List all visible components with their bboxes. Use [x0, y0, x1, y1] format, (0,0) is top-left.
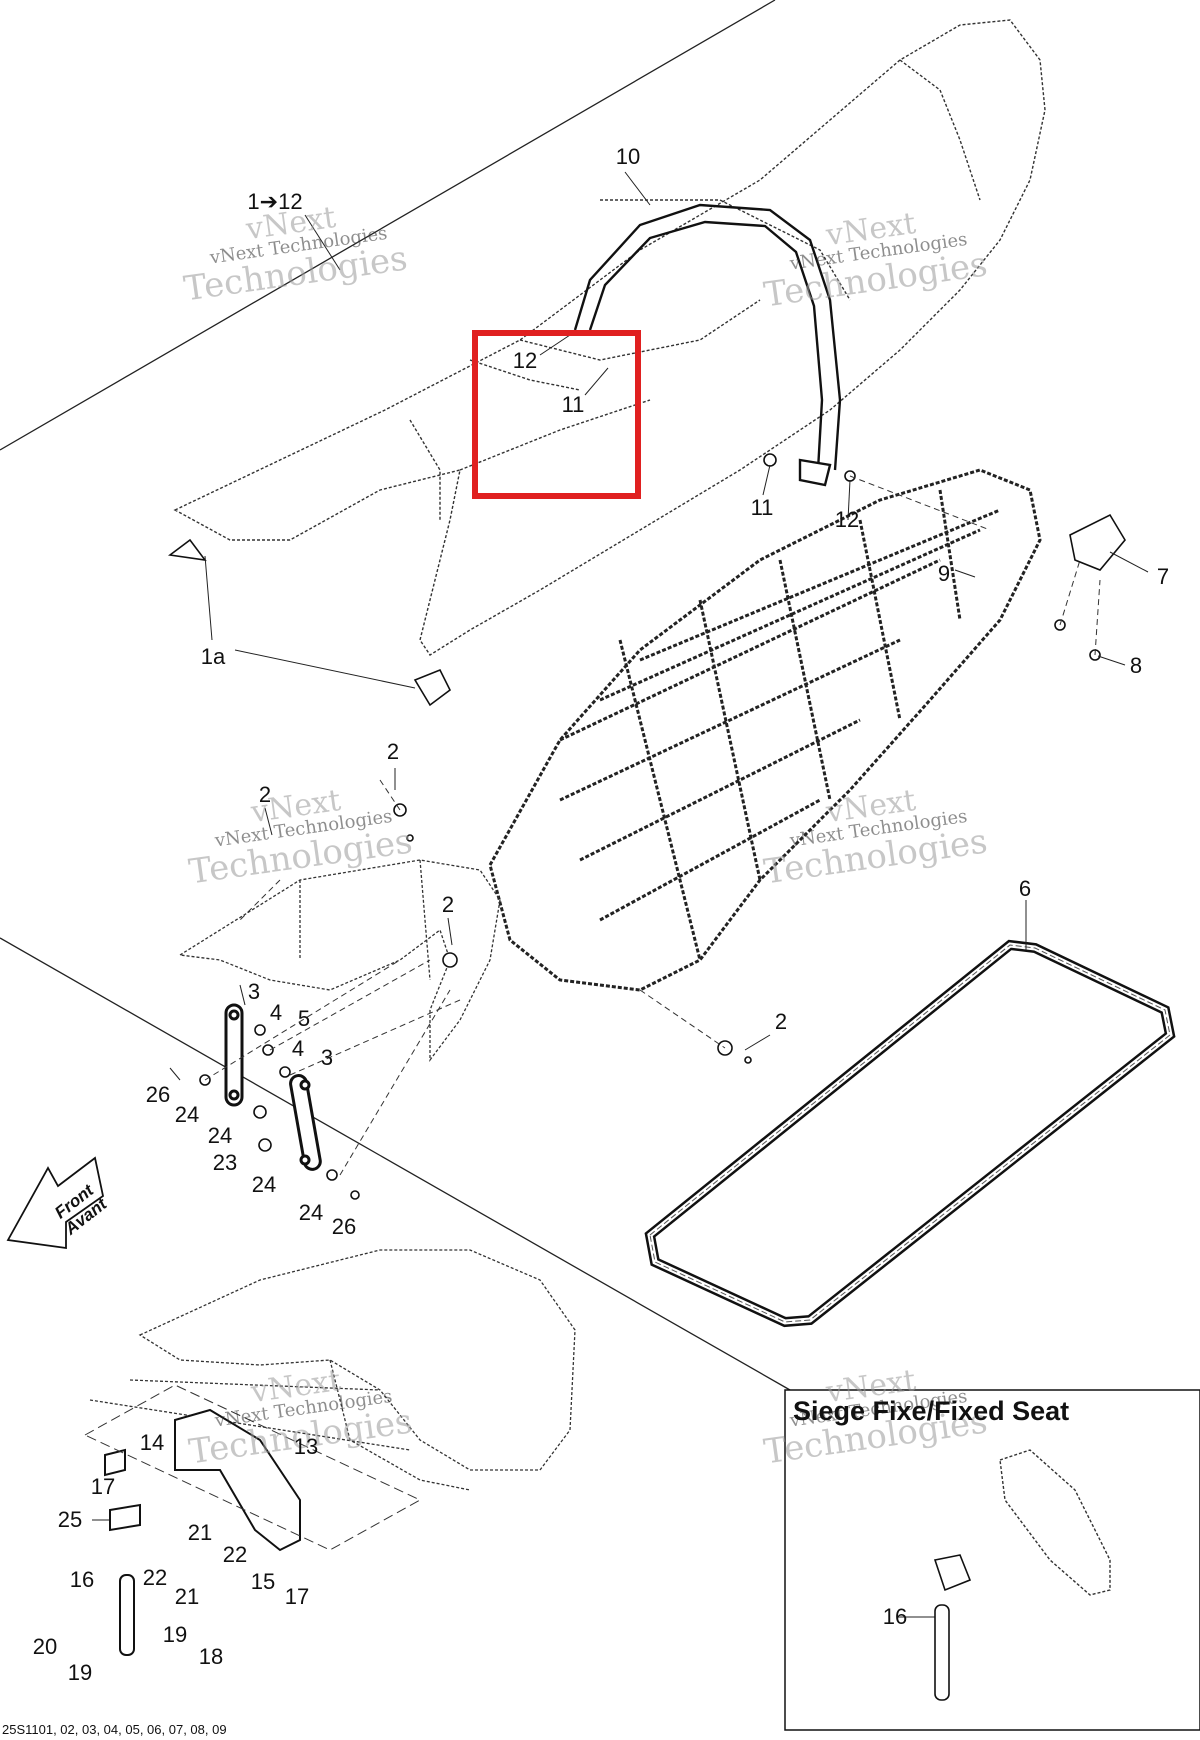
- callout-6: 6: [1018, 876, 1032, 901]
- callout-14: 14: [139, 1430, 165, 1455]
- callout-23: 23: [212, 1150, 238, 1175]
- seat-frame: [488, 468, 1042, 992]
- rear-dash-frame: [83, 1384, 422, 1551]
- callout-11: 11: [750, 495, 774, 520]
- callout-17: 17: [284, 1584, 310, 1609]
- dashed-leaders: [204, 475, 1101, 1176]
- hardware: [167, 453, 1126, 1200]
- callout-12: 12: [512, 348, 538, 373]
- callout-22: 22: [142, 1565, 168, 1590]
- callout-17: 17: [90, 1474, 116, 1499]
- callout-2: 2: [774, 1009, 788, 1034]
- callout-2: 2: [386, 739, 400, 764]
- callout-7: 7: [1156, 564, 1170, 589]
- callout-9: 9: [937, 561, 951, 586]
- callout-11: 11: [561, 392, 585, 417]
- highlight-box: [472, 330, 641, 499]
- callout-4: 4: [291, 1036, 305, 1061]
- callout-22: 22: [222, 1542, 248, 1567]
- callout-10: 10: [615, 144, 641, 169]
- callout-1a: 1a: [200, 644, 226, 669]
- callout-19: 19: [162, 1622, 188, 1647]
- rear-bracket: [104, 1408, 301, 1656]
- callout-16: 16: [69, 1567, 95, 1592]
- callout-24: 24: [298, 1200, 324, 1225]
- callout-24: 24: [174, 1102, 200, 1127]
- callout-8: 8: [1129, 653, 1143, 678]
- callout-21: 21: [187, 1520, 213, 1545]
- leader-lines: [92, 171, 1149, 1618]
- callout-5: 5: [297, 1006, 311, 1031]
- seat-seal-ring: [644, 939, 1176, 1328]
- callout-16: 16: [882, 1604, 908, 1629]
- inset-title: Siege Fixe/Fixed Seat: [793, 1396, 1070, 1426]
- callout-2: 2: [258, 782, 272, 807]
- callout-13: 13: [293, 1434, 319, 1459]
- figure-code: 25S1101, 02, 03, 04, 05, 06, 07, 08, 09: [2, 1722, 227, 1737]
- callout-26: 26: [145, 1082, 171, 1107]
- seat-cushion: [173, 19, 1046, 656]
- callout-19: 19: [67, 1660, 93, 1685]
- callout-4: 4: [269, 1000, 283, 1025]
- rear-suspension: [89, 1249, 576, 1491]
- link-plates: [224, 1003, 322, 1171]
- callout-15: 15: [250, 1569, 276, 1594]
- callout-3: 3: [247, 979, 261, 1004]
- callout-21: 21: [174, 1584, 200, 1609]
- callout-18: 18: [198, 1644, 224, 1669]
- front-direction-arrow: [6, 1156, 105, 1250]
- callout-1-to-12: 1➔12: [247, 189, 303, 214]
- callout-2: 2: [441, 892, 455, 917]
- callout-24: 24: [251, 1172, 277, 1197]
- seat-strap: [573, 203, 842, 487]
- callout-25: 25: [57, 1507, 83, 1532]
- callout-20: 20: [32, 1634, 58, 1659]
- callout-24: 24: [207, 1123, 233, 1148]
- callout-12: 12: [834, 507, 860, 532]
- callout-3: 3: [320, 1045, 334, 1070]
- callout-26: 26: [331, 1214, 357, 1239]
- inset-box: [784, 1389, 1200, 1731]
- section-lines: [0, 0, 791, 1391]
- front-bracket: [178, 859, 501, 1062]
